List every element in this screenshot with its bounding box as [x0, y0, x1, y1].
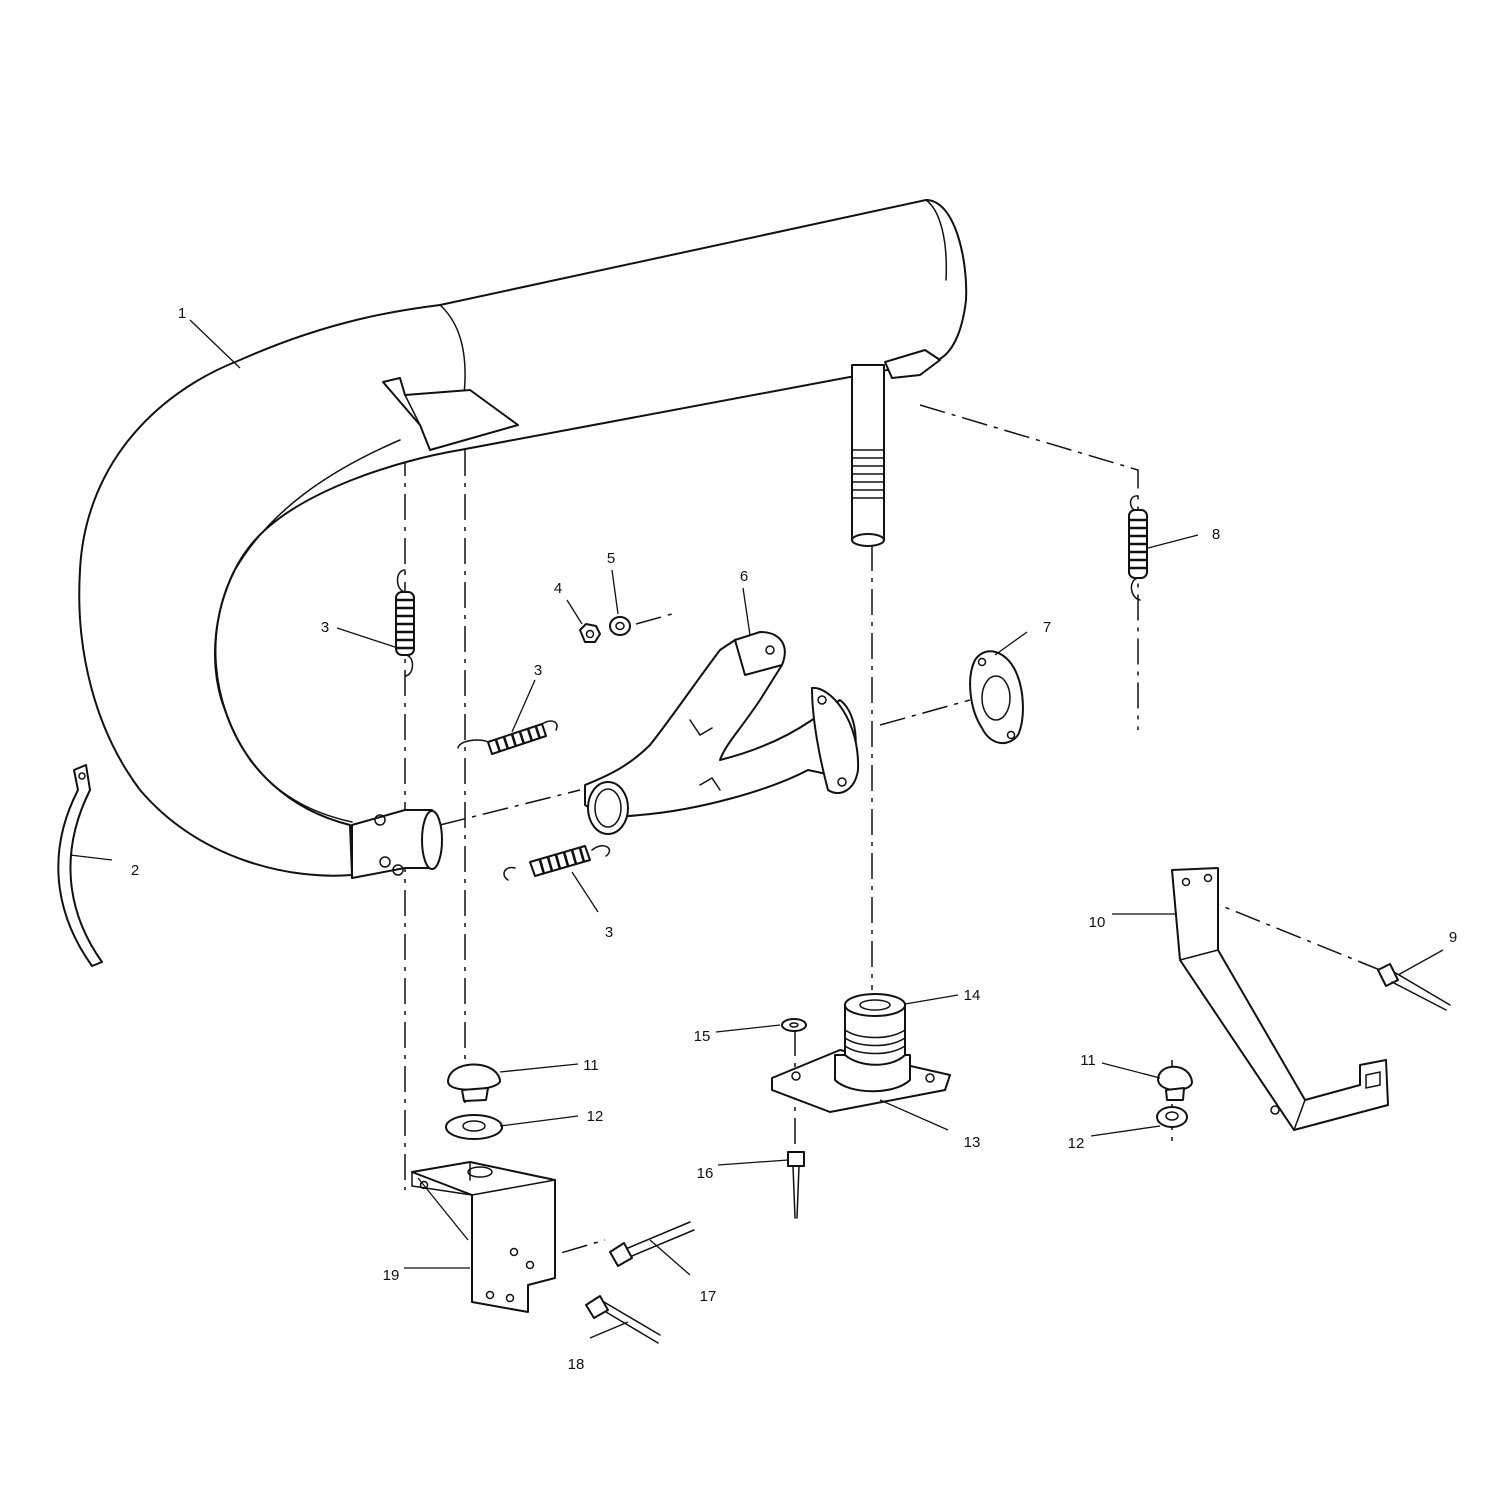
callout-3a: 3	[321, 619, 329, 636]
washer-left	[445, 1114, 503, 1140]
callout-12a: 12	[587, 1108, 604, 1125]
bumper-right	[1157, 1065, 1193, 1101]
callout-15: 15	[694, 1028, 711, 1045]
long-bracket	[1171, 867, 1389, 1131]
washer-right	[1156, 1106, 1188, 1128]
callout-9: 9	[1449, 929, 1457, 946]
rivet-18	[585, 1295, 661, 1344]
callout-3b: 3	[534, 662, 542, 679]
callout-7: 7	[1043, 619, 1051, 636]
callout-16: 16	[697, 1165, 714, 1182]
callout-13: 13	[964, 1134, 981, 1151]
spring-vertical	[395, 569, 415, 677]
callout-19: 19	[383, 1267, 400, 1284]
callout-8: 8	[1212, 526, 1220, 543]
spring-right	[1128, 495, 1148, 601]
callout-12b: 12	[1068, 1135, 1085, 1152]
callout-17: 17	[700, 1288, 717, 1305]
washer-15	[781, 1018, 807, 1032]
callout-11a: 11	[583, 1057, 599, 1074]
rubber-grommet	[834, 993, 911, 1093]
rivet-17	[609, 1221, 695, 1267]
callout-10: 10	[1089, 914, 1106, 931]
callout-6: 6	[740, 568, 748, 585]
spring-middle	[457, 720, 558, 755]
assembly-lines	[404, 404, 1381, 1266]
callout-14: 14	[964, 987, 981, 1004]
callout-18: 18	[568, 1356, 585, 1373]
callout-3c: 3	[605, 924, 613, 941]
rivet-right	[1377, 963, 1451, 1011]
callout-1: 1	[178, 305, 186, 322]
spring-lower	[503, 845, 611, 881]
bumper-left	[447, 1063, 501, 1102]
lower-bracket	[411, 1161, 556, 1313]
leader-lines	[69, 319, 1444, 1339]
exhaust-manifold	[584, 631, 860, 835]
callout-4: 4	[554, 580, 562, 597]
pin-16	[787, 1151, 805, 1219]
washer-small	[609, 616, 631, 636]
nut	[579, 623, 601, 643]
callout-11b: 11	[1080, 1052, 1096, 1069]
callout-5: 5	[607, 550, 615, 567]
gasket	[969, 650, 1024, 744]
callout-labels: 1 2 3 3 3 4 5 6 7 8 9 10 11 11 12 12 13 …	[131, 305, 1457, 1373]
muffler-assembly	[78, 199, 968, 879]
callout-2: 2	[131, 862, 139, 879]
strap	[57, 764, 103, 967]
